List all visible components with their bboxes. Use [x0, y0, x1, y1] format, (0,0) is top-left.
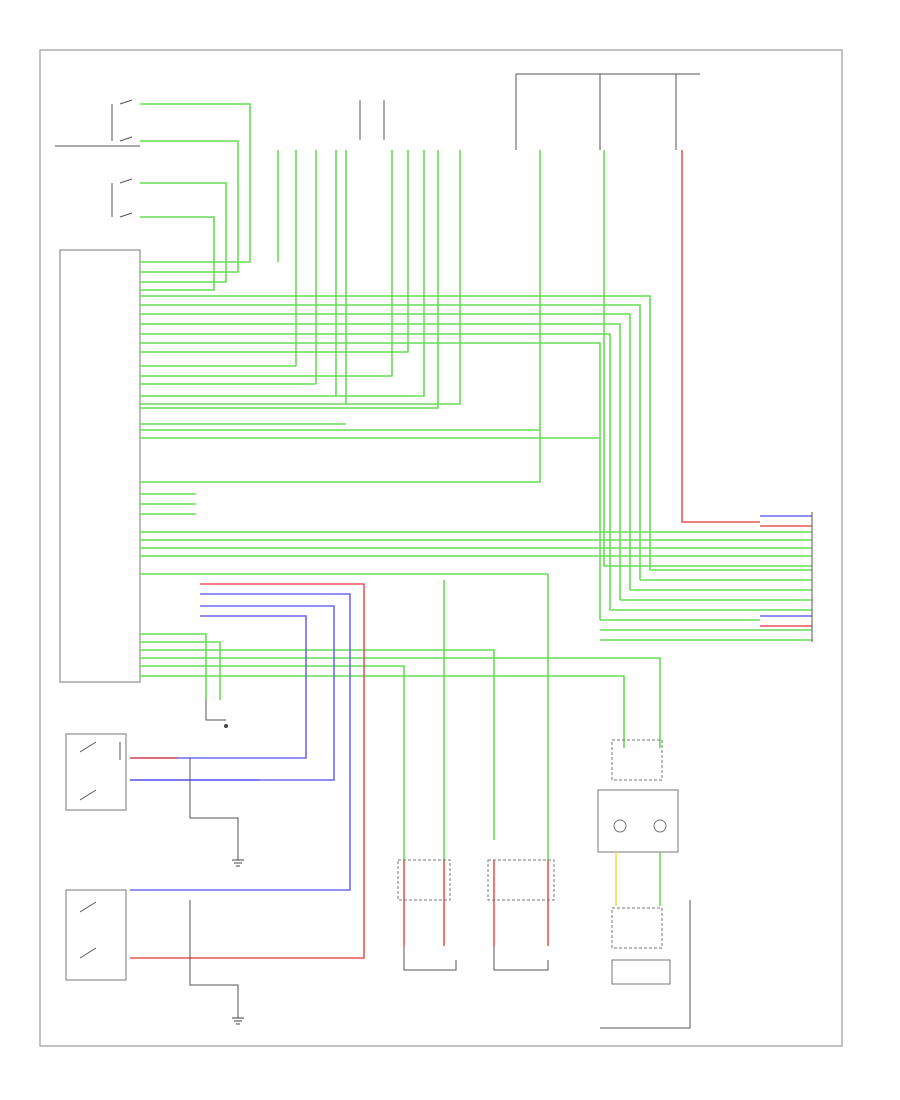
green-wire-harness-middle — [140, 493, 812, 641]
top-right-feeds — [140, 150, 812, 567]
top-left-switches — [55, 99, 140, 218]
passenger-belt-switch — [65, 889, 127, 981]
seat-belt-switch-feeds — [130, 583, 365, 959]
ground-symbols — [189, 700, 244, 1025]
diagram-frame — [39, 49, 843, 1047]
clockspring-and-airbag — [597, 700, 691, 1029]
driver-belt-switch — [65, 733, 127, 811]
front-impact-sensor-left — [397, 859, 457, 971]
top-connector-groups — [359, 73, 700, 150]
front-impact-sensor-right — [487, 859, 555, 971]
green-wire-harness-top — [140, 103, 651, 620]
control-module-block — [59, 249, 141, 683]
green-wire-drops — [140, 574, 661, 860]
